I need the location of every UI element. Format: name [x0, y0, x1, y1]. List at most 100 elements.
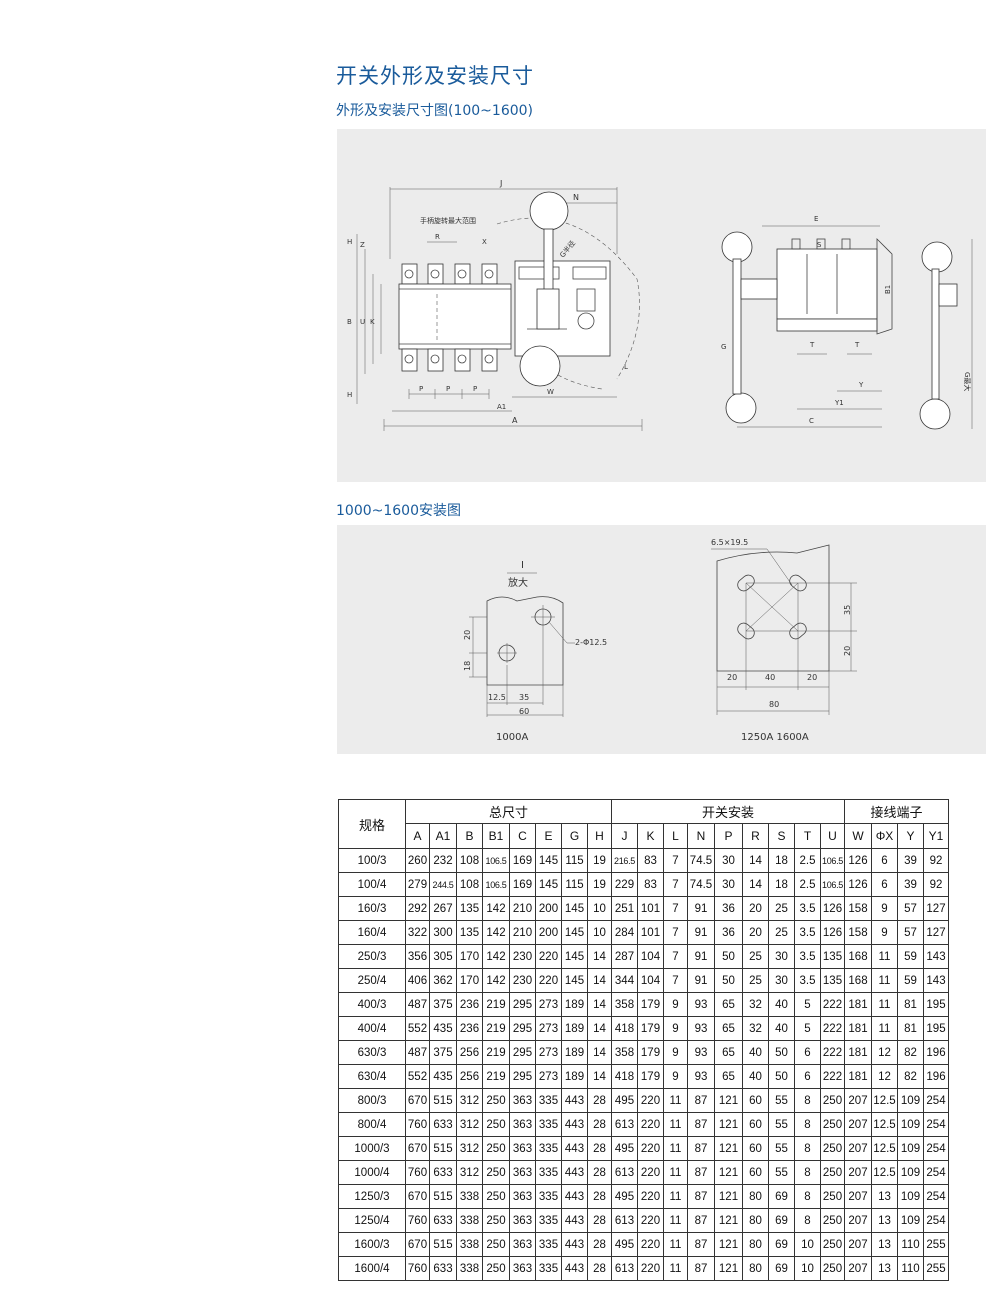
column-header: A — [405, 823, 430, 849]
value-cell: 250 — [482, 1136, 510, 1161]
value-cell: 135 — [820, 968, 845, 993]
value-cell: 443 — [561, 1160, 588, 1185]
value-cell: 312 — [456, 1136, 483, 1161]
value-cell: 91 — [687, 920, 715, 945]
column-header: ΦX — [871, 823, 898, 849]
value-cell: 80 — [742, 1208, 769, 1233]
value-cell: 200 — [535, 920, 562, 945]
value-cell: 10 — [587, 896, 612, 921]
value-cell: 8 — [794, 1160, 821, 1185]
value-cell: 552 — [405, 1064, 430, 1089]
value-cell: 363 — [509, 1160, 536, 1185]
value-cell: 216.5 — [611, 848, 638, 873]
value-cell: 220 — [637, 1112, 664, 1137]
value-cell: 250 — [820, 1208, 845, 1233]
value-cell: 552 — [405, 1016, 430, 1041]
value-cell: 9 — [663, 992, 688, 1017]
value-cell: 13 — [871, 1256, 898, 1281]
group-header-mounting: 开关安装 — [611, 799, 845, 824]
hole-spec: 2-Φ12.5 — [575, 638, 607, 647]
value-cell: 338 — [456, 1208, 483, 1233]
value-cell: 273 — [535, 1040, 562, 1065]
value-cell: 145 — [561, 968, 588, 993]
value-cell: 207 — [844, 1088, 872, 1113]
value-cell: 273 — [535, 1064, 562, 1089]
value-cell: 9 — [663, 1040, 688, 1065]
value-cell: 181 — [844, 992, 872, 1017]
installation-drawing-svg: I 放大 2-Φ12.5 20 18 12.5 35 60 — [463, 538, 857, 743]
value-cell: 495 — [611, 1088, 638, 1113]
enlarge-label: 放大 — [508, 576, 528, 589]
group-header-terminal: 接线端子 — [844, 799, 949, 824]
value-cell: 2.5 — [794, 872, 821, 897]
spec-cell: 1600/3 — [338, 1232, 406, 1257]
value-cell: 443 — [561, 1112, 588, 1137]
value-cell: 250 — [820, 1112, 845, 1137]
value-cell: 305 — [429, 944, 457, 969]
value-cell: 110 — [897, 1256, 924, 1281]
caption-1000A: 1000A — [496, 732, 528, 743]
value-cell: 338 — [456, 1184, 483, 1209]
outline-dimension-drawing: J N 手柄旋转最大范围 R X — [337, 129, 986, 482]
column-header: T — [794, 823, 821, 849]
value-cell: 57 — [897, 896, 924, 921]
value-cell: 65 — [714, 1016, 743, 1041]
value-cell: 5 — [794, 1016, 821, 1041]
value-cell: 236 — [456, 1016, 483, 1041]
value-cell: 220 — [535, 944, 562, 969]
value-cell: 109 — [897, 1088, 924, 1113]
value-cell: 169 — [509, 872, 536, 897]
value-cell: 220 — [637, 1184, 664, 1209]
spec-cell: 1000/3 — [338, 1136, 406, 1161]
value-cell: 121 — [714, 1136, 743, 1161]
value-cell: 121 — [714, 1256, 743, 1281]
value-cell: 30 — [768, 968, 795, 993]
value-cell: 142 — [482, 896, 510, 921]
value-cell: 760 — [405, 1256, 430, 1281]
value-cell: 11 — [871, 944, 898, 969]
value-cell: 109 — [897, 1208, 924, 1233]
value-cell: 300 — [429, 920, 457, 945]
value-cell: 87 — [687, 1256, 715, 1281]
value-cell: 12.5 — [871, 1112, 898, 1137]
value-cell: 207 — [844, 1184, 872, 1209]
value-cell: 145 — [561, 920, 588, 945]
value-cell: 60 — [742, 1136, 769, 1161]
value-cell: 143 — [923, 944, 949, 969]
value-cell: 8 — [794, 1088, 821, 1113]
value-cell: 181 — [844, 1016, 872, 1041]
value-cell: 121 — [714, 1184, 743, 1209]
value-cell: 65 — [714, 1064, 743, 1089]
value-cell: 57 — [897, 920, 924, 945]
value-cell: 251 — [611, 896, 638, 921]
dim-label-Z: Z — [360, 241, 365, 249]
value-cell: 495 — [611, 1232, 638, 1257]
value-cell: 50 — [714, 968, 743, 993]
value-cell: 10 — [794, 1232, 821, 1257]
value-cell: 127 — [923, 920, 949, 945]
value-cell: 169 — [509, 848, 536, 873]
column-header: Y1 — [923, 823, 949, 849]
value-cell: 443 — [561, 1184, 588, 1209]
value-cell: 443 — [561, 1208, 588, 1233]
value-cell: 65 — [714, 992, 743, 1017]
value-cell: 91 — [687, 896, 715, 921]
dim-label-H-bottom: H — [347, 391, 352, 399]
dim-35-right: 35 — [843, 605, 852, 615]
column-header: P — [714, 823, 743, 849]
value-cell: 273 — [535, 992, 562, 1017]
spec-cell: 800/3 — [338, 1088, 406, 1113]
value-cell: 28 — [587, 1184, 612, 1209]
value-cell: 87 — [687, 1160, 715, 1185]
dim-label-P1: P — [419, 385, 423, 393]
value-cell: 232 — [429, 848, 457, 873]
value-cell: 80 — [742, 1232, 769, 1257]
value-cell: 108 — [456, 848, 483, 873]
column-header: U — [820, 823, 845, 849]
value-cell: 142 — [482, 968, 510, 993]
value-cell: 196 — [923, 1040, 949, 1065]
